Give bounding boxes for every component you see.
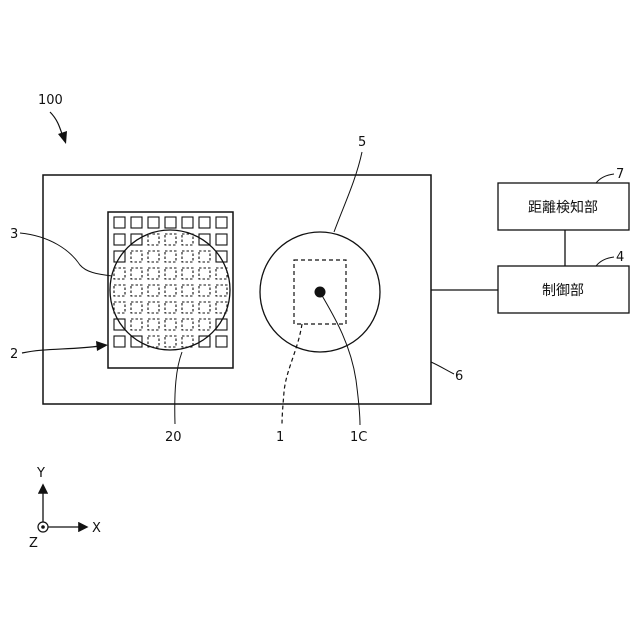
label-5: 5 bbox=[358, 135, 366, 150]
grid-cell bbox=[148, 251, 159, 262]
grid-cell bbox=[199, 319, 210, 330]
grid-cell bbox=[148, 336, 159, 347]
grid-cell bbox=[199, 302, 210, 313]
grid-cell bbox=[114, 285, 125, 296]
grid-cell bbox=[182, 336, 193, 347]
grid-cell bbox=[114, 336, 125, 347]
grid-cell bbox=[165, 336, 176, 347]
y-axis-label: Y bbox=[36, 466, 45, 481]
grid-cell bbox=[131, 268, 142, 279]
distance-detection-label: 距離検知部 bbox=[528, 199, 598, 216]
grid-cell bbox=[182, 302, 193, 313]
label-6: 6 bbox=[455, 369, 463, 384]
grid-cell bbox=[199, 268, 210, 279]
leader-20 bbox=[175, 352, 182, 424]
grid-cell bbox=[148, 285, 159, 296]
grid-cell bbox=[165, 319, 176, 330]
grid-cell bbox=[114, 268, 125, 279]
grid-cell bbox=[199, 285, 210, 296]
grid-cell bbox=[216, 268, 227, 279]
z-axis-label: Z bbox=[29, 536, 38, 551]
grid-cell bbox=[165, 251, 176, 262]
label-3: 3 bbox=[10, 227, 18, 242]
label-4: 4 bbox=[616, 250, 624, 265]
grid-cell bbox=[165, 268, 176, 279]
grid-cell bbox=[131, 302, 142, 313]
grid-cells bbox=[114, 217, 227, 347]
grid-cell bbox=[148, 319, 159, 330]
grid-cell bbox=[216, 217, 227, 228]
grid-cell bbox=[182, 251, 193, 262]
stage-rectangle bbox=[43, 175, 431, 404]
grid-cell bbox=[165, 234, 176, 245]
leader-7 bbox=[596, 174, 614, 183]
leader-5 bbox=[334, 152, 362, 232]
label-100: 100 bbox=[38, 93, 63, 108]
arrowhead-100 bbox=[58, 131, 67, 144]
leader-1 bbox=[282, 324, 302, 425]
grid-cell bbox=[148, 217, 159, 228]
label-1: 1 bbox=[276, 430, 284, 445]
grid-cell bbox=[114, 217, 125, 228]
label-2: 2 bbox=[10, 347, 18, 362]
grid-cell bbox=[216, 234, 227, 245]
grid-cell bbox=[165, 302, 176, 313]
grid-cell bbox=[182, 319, 193, 330]
grid-cell bbox=[199, 251, 210, 262]
grid-cell bbox=[199, 217, 210, 228]
grid-cell bbox=[148, 268, 159, 279]
z-axis-dot bbox=[41, 525, 45, 529]
grid-cell bbox=[114, 234, 125, 245]
control-unit-label: 制御部 bbox=[542, 283, 584, 299]
grid-cell bbox=[165, 217, 176, 228]
leader-1C bbox=[320, 292, 360, 425]
leader-6 bbox=[431, 362, 454, 374]
grid-cell bbox=[165, 285, 176, 296]
grid-cell bbox=[131, 285, 142, 296]
grid-cell bbox=[182, 285, 193, 296]
grid-cell bbox=[182, 268, 193, 279]
grid-cell bbox=[131, 319, 142, 330]
arrowhead-2 bbox=[96, 341, 108, 351]
grid-cell bbox=[182, 217, 193, 228]
grid-cell bbox=[182, 234, 193, 245]
grid-cell bbox=[131, 251, 142, 262]
label-7: 7 bbox=[616, 167, 624, 182]
grid-cell bbox=[148, 234, 159, 245]
leader-2 bbox=[22, 346, 100, 353]
grid-cell bbox=[216, 336, 227, 347]
grid-cell bbox=[216, 302, 227, 313]
grid-cell bbox=[114, 302, 125, 313]
grid-cell bbox=[148, 302, 159, 313]
x-axis-label: X bbox=[92, 521, 101, 536]
grid-cell bbox=[216, 285, 227, 296]
label-1C: 1C bbox=[350, 430, 367, 445]
grid-cell bbox=[131, 217, 142, 228]
label-20: 20 bbox=[165, 430, 182, 445]
leader-3 bbox=[20, 233, 112, 276]
leader-4 bbox=[596, 257, 614, 266]
